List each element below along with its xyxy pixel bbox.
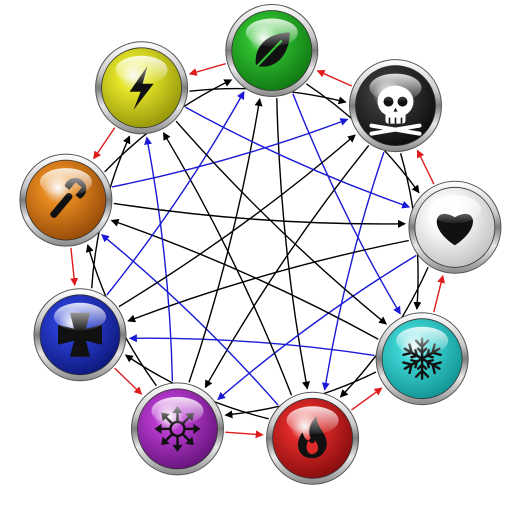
- edge-adjacent: [93, 127, 116, 160]
- lightning-bolt-icon: [129, 65, 154, 110]
- edge-skip-four: [118, 134, 356, 308]
- node-nature[interactable]: [225, 4, 319, 97]
- edge-skip-three: [185, 106, 411, 209]
- node-fire[interactable]: [266, 391, 360, 485]
- edge-skip-three: [111, 118, 349, 188]
- edge-skip-four: [276, 98, 310, 390]
- edge-skip-four: [175, 120, 387, 325]
- edge-adjacent: [188, 63, 226, 76]
- edge-adjacent: [416, 149, 435, 185]
- node-frost[interactable]: [375, 312, 469, 406]
- nodes-layer: [19, 4, 502, 485]
- edge-skip-three: [292, 93, 401, 315]
- edge-skip-four: [127, 239, 409, 323]
- edge-skip-four: [110, 218, 379, 340]
- edge-skip-four: [188, 98, 263, 383]
- node-energy[interactable]: [95, 41, 189, 135]
- edge-adjacent: [350, 387, 383, 411]
- edge-adjacent: [225, 430, 264, 439]
- edge-skip-three: [128, 334, 375, 357]
- edge-skip-four: [162, 131, 293, 396]
- node-death[interactable]: [349, 59, 442, 153]
- node-life[interactable]: [408, 180, 502, 274]
- edge-skip-three: [321, 151, 385, 391]
- edge-skip-three: [144, 136, 174, 382]
- node-order[interactable]: [33, 288, 127, 382]
- edge-skip-three: [217, 254, 417, 401]
- edge-adjacent: [70, 247, 79, 287]
- node-tech[interactable]: [19, 153, 113, 247]
- edge-adjacent: [433, 274, 446, 313]
- edge-skip-four: [204, 144, 370, 389]
- edge-skip-three: [106, 91, 245, 296]
- edge-skip-four: [113, 202, 406, 228]
- node-chaos[interactable]: [131, 382, 224, 476]
- iron-cross-icon: [58, 312, 102, 357]
- edge-adjacent: [316, 69, 352, 87]
- edge-skip-three: [101, 234, 279, 406]
- edge-adjacent: [114, 367, 143, 395]
